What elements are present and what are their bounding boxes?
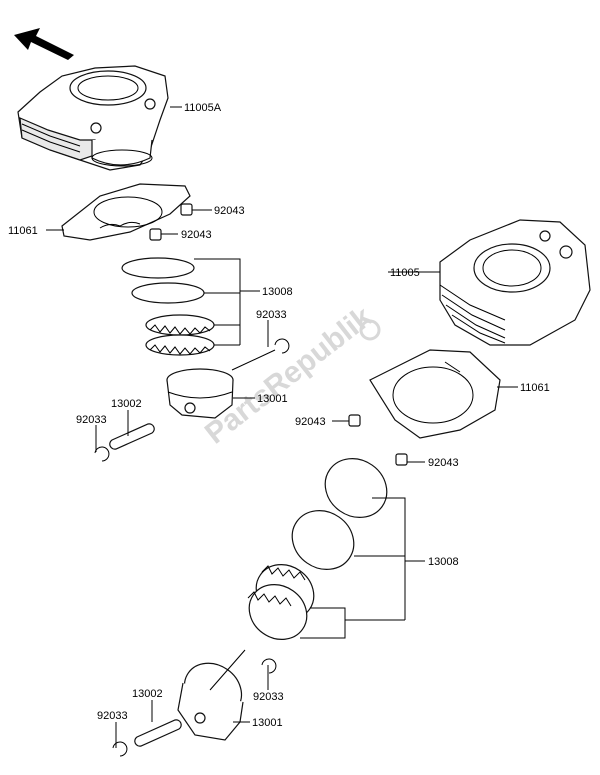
label-rings-top[interactable]: 13008 — [262, 286, 293, 298]
label-piston-top[interactable]: 13001 — [257, 393, 288, 405]
label-clip-bottom-right[interactable]: 92033 — [253, 691, 284, 703]
arrow-front-icon — [14, 28, 74, 60]
label-cylinder-bottom[interactable]: 11005 — [390, 267, 420, 279]
label-pin-bottom[interactable]: 13002 — [132, 688, 163, 700]
rings-bottom-drawing — [247, 458, 388, 640]
label-dowel-top-b[interactable]: 92043 — [181, 229, 212, 241]
clip-bottom-left-drawing — [112, 741, 128, 757]
label-clip-top-left[interactable]: 92033 — [76, 414, 107, 426]
clip-top-right-drawing — [274, 338, 290, 354]
clip-bottom-right-drawing — [261, 658, 277, 674]
label-clip-bottom-left[interactable]: 92033 — [97, 710, 128, 722]
leader-lines — [46, 106, 518, 748]
dowel-top-b-drawing — [149, 228, 162, 241]
label-gasket-top[interactable]: 11061 — [8, 225, 38, 237]
gasket-top-drawing — [61, 183, 191, 241]
label-pin-top[interactable]: 13002 — [111, 398, 142, 410]
part-labels: 11005A 11061 92043 92043 13008 92033 130… — [8, 102, 550, 729]
label-dowel-bottom-b[interactable]: 92043 — [428, 457, 459, 469]
clip-top-left-drawing — [94, 446, 110, 462]
label-clip-top-right[interactable]: 92033 — [256, 309, 287, 321]
label-dowel-bottom-a[interactable]: 92043 — [295, 416, 326, 428]
dowel-top-a-drawing — [180, 203, 193, 216]
label-gasket-bottom[interactable]: 11061 — [520, 382, 550, 394]
cylinder-bottom-drawing — [439, 219, 591, 346]
label-cylinder-top[interactable]: 11005A — [184, 102, 222, 114]
pin-bottom-drawing — [134, 719, 182, 747]
label-dowel-top-a[interactable]: 92043 — [214, 205, 245, 217]
rings-top-drawing — [121, 257, 215, 356]
dowel-bottom-b-drawing — [395, 453, 408, 466]
label-piston-bottom[interactable]: 13001 — [252, 717, 283, 729]
gasket-bottom-drawing — [369, 349, 501, 439]
dowel-bottom-a-drawing — [348, 414, 361, 427]
piston-top-drawing — [166, 368, 234, 419]
watermark-gear-icon — [359, 319, 381, 341]
piston-bottom-drawing — [177, 662, 244, 741]
pin-top-drawing — [109, 423, 155, 450]
label-rings-bottom[interactable]: 13008 — [428, 556, 459, 568]
cylinder-top-drawing — [17, 65, 169, 171]
